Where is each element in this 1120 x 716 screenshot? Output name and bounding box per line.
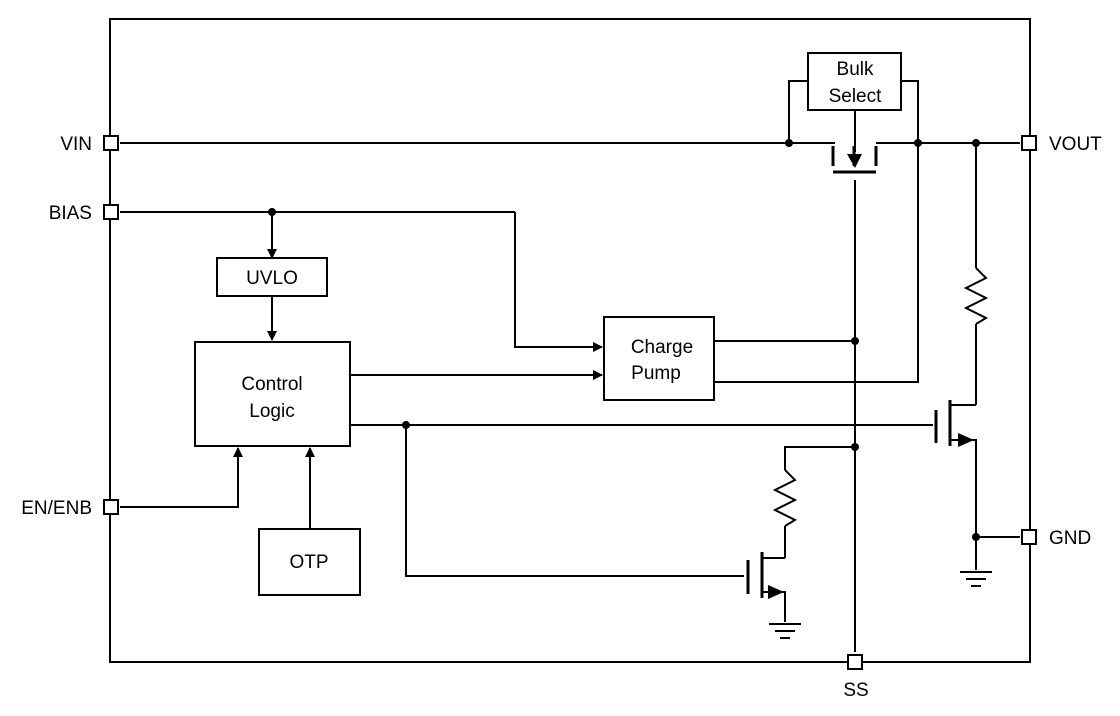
ground-icon xyxy=(769,623,801,639)
pin-ss: SS xyxy=(843,654,869,701)
pin-vin: VIN xyxy=(60,134,119,155)
charge-pump-block: Charge Pump xyxy=(603,316,715,401)
pass-mosfet xyxy=(831,146,878,174)
junction-dots xyxy=(268,139,980,541)
pin-label: VIN xyxy=(60,134,92,155)
wires xyxy=(120,80,1020,652)
pin-label: SS xyxy=(843,680,868,701)
pin-vout: VOUT xyxy=(1021,134,1102,155)
pin-en: EN/ENB xyxy=(21,498,119,519)
control-logic-block: Control Logic xyxy=(194,341,351,447)
bulk-select-block: Bulk Select xyxy=(807,52,902,111)
uvlo-block: UVLO xyxy=(216,257,328,297)
pin-label: EN/ENB xyxy=(21,498,92,519)
pin-bias: BIAS xyxy=(49,203,119,224)
ss-discharge-mosfet xyxy=(746,552,785,599)
block-label: Select xyxy=(829,86,883,107)
block-label: Pump xyxy=(631,363,681,384)
block-label: UVLO xyxy=(246,268,298,289)
vout-discharge-mosfet xyxy=(934,400,976,447)
block-label: Control xyxy=(241,374,302,395)
ground-icon xyxy=(960,571,992,587)
block-label: Charge xyxy=(631,337,693,358)
block-label: OTP xyxy=(289,552,328,573)
pin-label: BIAS xyxy=(49,203,92,224)
ic-boundary xyxy=(109,18,1031,663)
otp-block: OTP xyxy=(258,528,361,596)
pin-label: GND xyxy=(1049,528,1091,549)
block-label: Bulk xyxy=(837,59,874,80)
pin-gnd: GND xyxy=(1021,528,1091,549)
pin-label: VOUT xyxy=(1049,134,1102,155)
block-label: Logic xyxy=(249,401,294,422)
